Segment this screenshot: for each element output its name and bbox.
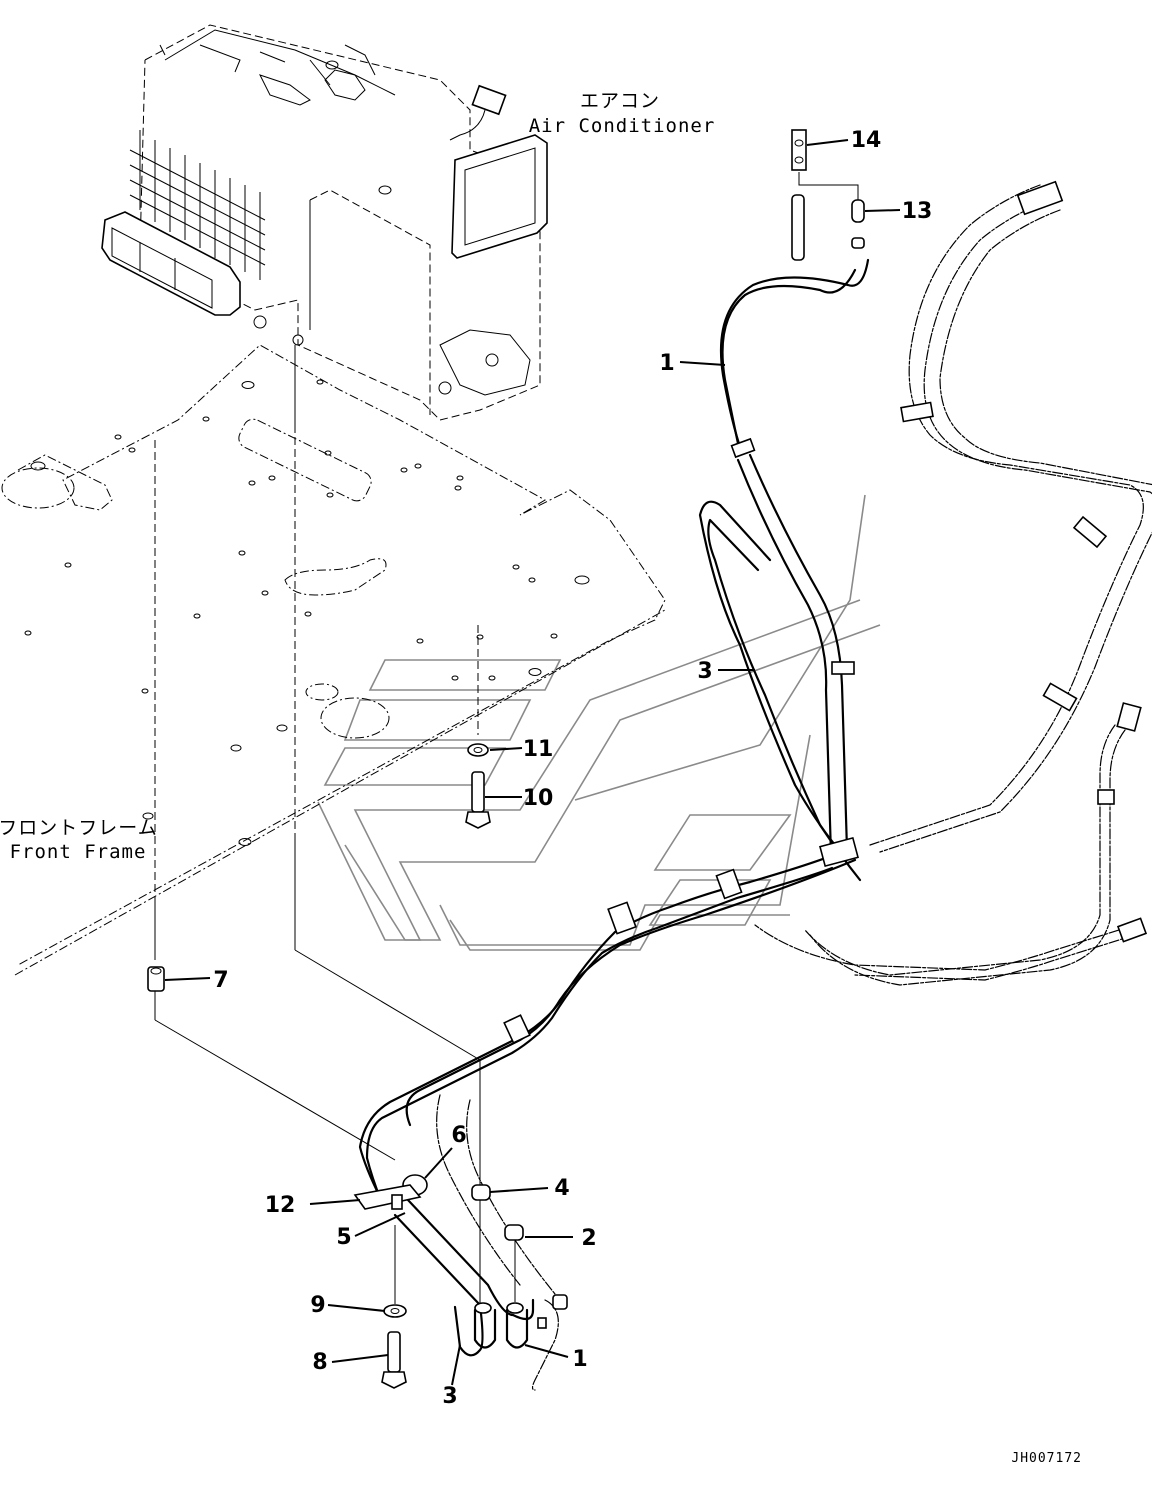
part-10-bolt	[465, 771, 491, 829]
pin	[791, 194, 805, 261]
part-2-clamp	[504, 1224, 524, 1241]
part-5-bracket	[391, 1194, 403, 1210]
callout-1-lower: 1	[572, 1347, 587, 1372]
part-7-spacer	[147, 966, 165, 992]
callout-11: 11	[523, 737, 554, 762]
front-frame-plate	[1, 344, 666, 976]
part-9-washer	[383, 1304, 407, 1318]
callout-8: 8	[312, 1350, 327, 1375]
part-4-clamp	[471, 1184, 491, 1201]
part-14-fitting	[791, 129, 859, 200]
callout-9: 9	[310, 1293, 325, 1318]
part-8-bolt	[381, 1331, 407, 1389]
front-frame-label-jp: フロントフレーム	[0, 817, 158, 839]
callout-7: 7	[213, 968, 228, 993]
callout-1-upper: 1	[659, 351, 674, 376]
callout-5: 5	[336, 1225, 351, 1250]
part-13-connector	[851, 199, 865, 223]
hose-assembly	[358, 180, 1152, 1391]
air-conditioner-label-en: Air Conditioner	[529, 115, 716, 137]
front-frame-label-en: Front Frame	[10, 841, 147, 863]
ring	[851, 237, 865, 249]
part-11-washer	[467, 743, 489, 757]
leader-lines	[164, 139, 901, 1386]
callout-12: 12	[265, 1193, 296, 1218]
callout-2: 2	[581, 1226, 596, 1251]
callout-10: 10	[523, 786, 554, 811]
callout-4: 4	[554, 1176, 569, 1201]
callout-14: 14	[851, 128, 882, 153]
callout-13: 13	[902, 199, 933, 224]
callout-3-upper: 3	[697, 659, 712, 684]
air-conditioner-label-jp: エアコン	[580, 90, 660, 112]
callout-3-lower: 3	[442, 1384, 457, 1409]
air-conditioner-unit	[101, 24, 548, 421]
part-12-clip	[353, 1184, 422, 1210]
watermark-logo	[317, 494, 881, 951]
document-id: JH007172	[1011, 1451, 1082, 1466]
callout-6: 6	[451, 1123, 466, 1148]
